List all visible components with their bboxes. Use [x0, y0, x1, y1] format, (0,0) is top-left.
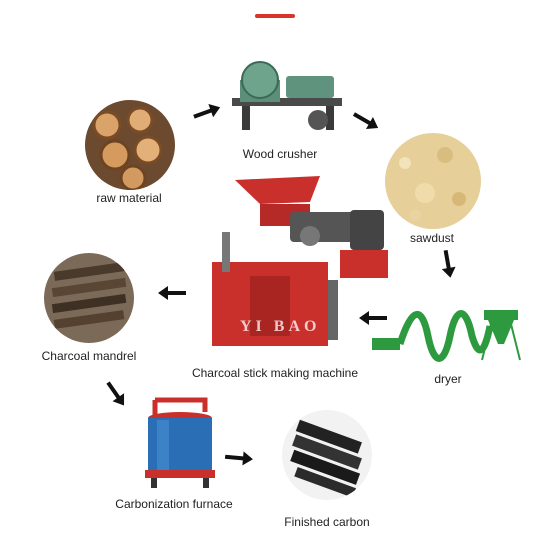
arrow-raw-to-crusher — [191, 100, 223, 125]
finished-carbon-label: Finished carbon — [284, 515, 370, 529]
dryer-node — [372, 296, 532, 366]
sawdust-label: sawdust — [409, 231, 455, 245]
charcoal-mandrel-image — [44, 253, 134, 343]
charcoal-stick-machine-image — [212, 176, 388, 346]
dryer-image — [372, 310, 521, 362]
arrow-machine-to-mandrel — [158, 285, 186, 301]
charcoal-stick-machine-label: Charcoal stick making machine — [191, 366, 359, 380]
wood-crusher-node — [222, 50, 352, 140]
arrow-dryer-to-machine — [359, 310, 387, 326]
carbonization-furnace-node — [135, 390, 225, 490]
arrow-mandrel-to-furnace — [101, 378, 130, 410]
header-accent-bar — [255, 14, 295, 18]
brand-watermark: YI BAO — [240, 318, 321, 335]
charcoal-stick-machine-node — [200, 172, 400, 352]
raw-material-label: raw material — [96, 191, 162, 205]
arrow-furnace-to-finished — [224, 449, 253, 467]
raw-material-image — [85, 100, 175, 190]
charcoal-mandrel-label: Charcoal mandrel — [41, 349, 137, 363]
wood-crusher-image — [232, 61, 342, 130]
carbonization-furnace-image — [145, 397, 215, 488]
finished-carbon-image — [282, 410, 372, 500]
carbonization-furnace-label: Carbonization furnace — [115, 497, 233, 511]
dryer-label: dryer — [434, 372, 462, 386]
sawdust-image — [385, 133, 481, 229]
arrow-crusher-to-sawdust — [350, 107, 382, 135]
wood-crusher-label: Wood crusher — [242, 147, 318, 161]
arrow-sawdust-to-dryer — [438, 249, 459, 279]
